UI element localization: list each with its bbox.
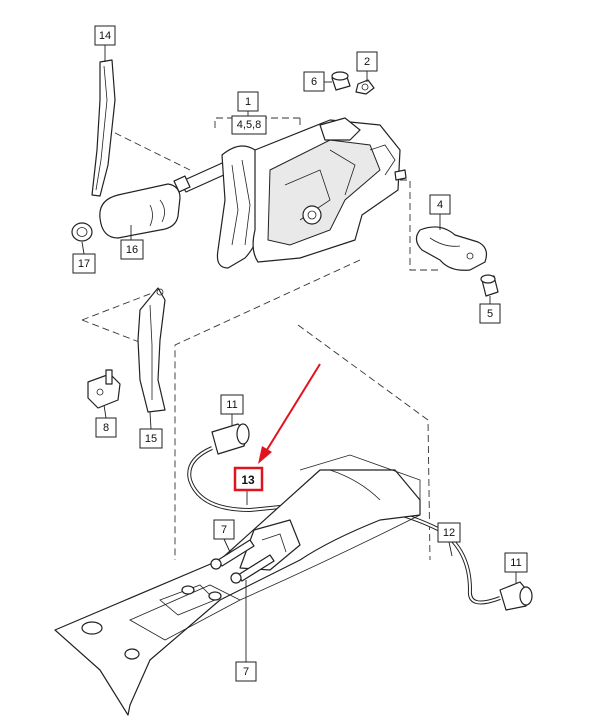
callout-13-label: 13	[241, 473, 255, 487]
callout-8[interactable]: 8	[95, 417, 117, 438]
clip-part	[87, 369, 121, 409]
callout-5[interactable]: 5	[479, 303, 501, 324]
callout-14[interactable]: 14	[94, 25, 116, 46]
trim-strip-part	[91, 59, 116, 197]
floor-pan	[54, 454, 421, 716]
handbrake-lever-part	[173, 117, 407, 269]
callout-7-upper-label: 7	[221, 524, 227, 536]
callout-6-label: 6	[311, 76, 317, 88]
callout-16[interactable]: 16	[120, 239, 144, 260]
boot-upper-part	[211, 423, 250, 455]
callout-7-lower-label: 7	[243, 666, 249, 678]
callout-4-label: 4	[437, 199, 443, 211]
callout-12[interactable]: 12	[437, 522, 461, 543]
callout-11-lower-label: 11	[510, 557, 521, 569]
indicator-arrow	[258, 363, 321, 464]
callout-11-lower[interactable]: 11	[504, 552, 528, 573]
bush-part	[480, 274, 499, 297]
callout-11-upper-label: 11	[226, 399, 237, 411]
callout-1-label: 1	[245, 96, 251, 108]
handle-grip-part	[99, 183, 181, 239]
grommet-part	[71, 222, 93, 242]
callout-12-label: 12	[443, 527, 455, 539]
callout-1-sub-label: 4,5,8	[237, 119, 261, 131]
callout-15[interactable]: 15	[139, 428, 163, 449]
callout-8-label: 8	[103, 422, 109, 434]
callout-17[interactable]: 17	[72, 253, 96, 274]
callout-15-label: 15	[145, 433, 157, 445]
callout-14-label: 14	[99, 30, 111, 42]
side-trim-part	[137, 287, 166, 413]
callout-11-upper[interactable]: 11	[220, 394, 244, 415]
callout-4[interactable]: 4	[429, 194, 451, 215]
callout-17-label: 17	[78, 258, 90, 270]
callout-7-upper[interactable]: 7	[213, 519, 235, 540]
callout-16-label: 16	[126, 244, 138, 256]
boot-lower-part	[499, 581, 533, 611]
callout-1[interactable]: 1 4,5,8	[231, 91, 267, 135]
callout-13[interactable]: 13	[233, 466, 264, 492]
callout-5-label: 5	[487, 308, 493, 320]
callout-2[interactable]: 2	[356, 51, 378, 72]
sleeve-part	[331, 71, 351, 91]
callout-6[interactable]: 6	[303, 71, 325, 92]
callout-7-lower[interactable]: 7	[235, 661, 257, 682]
leader-lines	[81, 45, 517, 662]
bracket-part	[415, 226, 488, 271]
callout-2-label: 2	[364, 56, 370, 68]
nut-part	[355, 79, 375, 95]
